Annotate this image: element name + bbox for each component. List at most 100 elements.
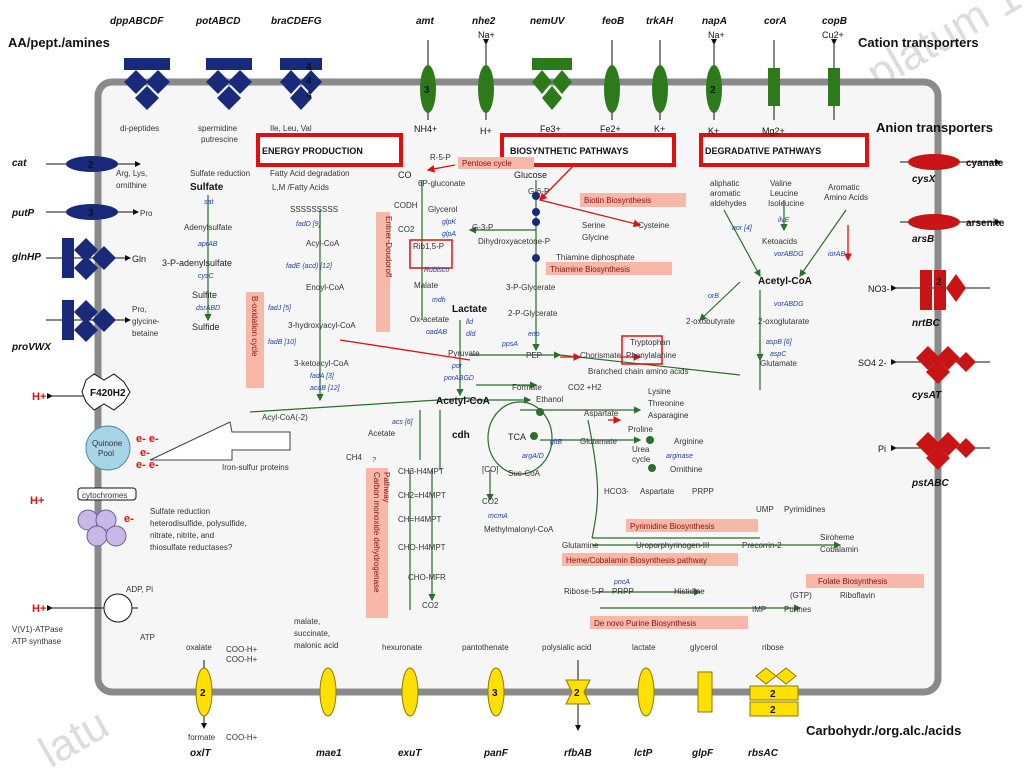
svg-text:Pro: Pro (140, 209, 153, 218)
svg-text:cdh: cdh (452, 430, 470, 441)
svg-text:Branched chain amino acids: Branched chain amino acids (588, 367, 689, 376)
svg-text:oxalate: oxalate (186, 643, 212, 652)
svg-text:cytochromes: cytochromes (82, 491, 127, 500)
svg-text:copB: copB (822, 16, 847, 27)
svg-text:Aspartate: Aspartate (640, 487, 675, 496)
svg-text:3-ketoacyl-CoA: 3-ketoacyl-CoA (294, 359, 349, 368)
transporter-feoB: feoB Fe2+ (600, 16, 624, 134)
transporter-mae1: malate, succinate, malonic acid mae1 (294, 617, 342, 759)
svg-text:Asparagine: Asparagine (648, 411, 689, 420)
svg-text:lctP: lctP (634, 748, 653, 759)
svg-text:2: 2 (574, 688, 580, 699)
svg-text:[CO]: [CO] (482, 465, 498, 474)
nodes (530, 192, 656, 472)
svg-text:dld: dld (466, 331, 476, 338)
svg-text:Sulfate reduction: Sulfate reduction (190, 169, 250, 178)
svg-text:K+: K+ (708, 126, 719, 136)
transporter-rfbAB: polysialic acid 2 rfbAB (542, 643, 592, 759)
svg-text:malate,: malate, (294, 617, 320, 626)
svg-text:Biotin Biosynthesis: Biotin Biosynthesis (584, 196, 651, 205)
svg-text:Glucose: Glucose (514, 170, 547, 180)
svg-text:Cobalamin: Cobalamin (820, 545, 858, 554)
svg-text:Quinone: Quinone (92, 439, 123, 448)
svg-text:Precorrin-2: Precorrin-2 (742, 541, 782, 550)
svg-text:3-P-adenylsulfate: 3-P-adenylsulfate (162, 258, 232, 268)
svg-text:PRPP: PRPP (612, 587, 634, 596)
svg-text:TCA: TCA (508, 432, 526, 442)
svg-text:cysAT: cysAT (912, 390, 942, 401)
svg-text:Thiamine Biosynthesis: Thiamine Biosynthesis (550, 265, 630, 274)
svg-text:fadE (acd) [12]: fadE (acd) [12] (286, 263, 333, 270)
svg-text:glpF: glpF (691, 748, 714, 759)
svg-text:glpA: glpA (442, 231, 456, 238)
category-aa: AA/pept./amines (8, 35, 110, 50)
svg-text:COO-H+: COO-H+ (226, 733, 258, 742)
svg-text:Iron-sulfur proteins: Iron-sulfur proteins (222, 463, 289, 472)
svg-text:Valine: Valine (770, 179, 792, 188)
transporter-amt: amt 3 NH4+ (414, 16, 437, 134)
svg-text:napA: napA (702, 16, 727, 27)
svg-text:F420H2: F420H2 (90, 388, 126, 399)
svg-text:CODH: CODH (394, 201, 418, 210)
svg-text:CO2: CO2 (422, 601, 439, 610)
svg-text:Sulfite: Sulfite (192, 290, 217, 300)
svg-text:nemUV: nemUV (530, 16, 566, 27)
svg-text:2: 2 (770, 705, 776, 716)
svg-text:Ketoacids: Ketoacids (762, 237, 797, 246)
svg-text:H+: H+ (30, 495, 44, 507)
svg-text:corA: corA (764, 16, 787, 27)
transporter-nhe2: nhe2 Na+ H+ (472, 16, 496, 136)
svg-text:Pathway: Pathway (382, 472, 391, 503)
svg-text:Malate: Malate (414, 281, 439, 290)
svg-text:eno: eno (528, 331, 540, 338)
transporter-proVWX: proVWX Pro, glycine- betaine (11, 300, 160, 353)
svg-text:Ox-acetate: Ox-acetate (410, 315, 450, 324)
svg-text:Pi: Pi (878, 444, 886, 454)
svg-text:Pool: Pool (98, 449, 114, 458)
svg-text:Fatty Acid degradation: Fatty Acid degradation (270, 169, 350, 178)
svg-text:V(V1)-ATPase: V(V1)-ATPase (12, 625, 64, 634)
svg-text:H+: H+ (32, 391, 46, 403)
transporter-napA: napA Na+ 2 K+ (702, 16, 727, 136)
svg-text:braCDEFG: braCDEFG (271, 16, 322, 27)
svg-text:e-: e- (124, 513, 134, 525)
svg-text:4: 4 (306, 76, 312, 87)
svg-text:Glycine: Glycine (582, 233, 609, 242)
svg-text:Acetate: Acetate (368, 429, 396, 438)
svg-text:CH4: CH4 (346, 453, 363, 462)
svg-text:CO2 +H2: CO2 +H2 (568, 383, 602, 392)
svg-text:nitrate, nitrite, and: nitrate, nitrite, and (150, 531, 214, 540)
svg-text:dsrABD: dsrABD (196, 305, 220, 312)
svg-text:acs [6]: acs [6] (392, 419, 414, 426)
svg-text:Leucine: Leucine (770, 189, 799, 198)
svg-text:Folate Biosynthesis: Folate Biosynthesis (818, 577, 887, 586)
svg-text:2-P-Glycerate: 2-P-Glycerate (508, 309, 558, 318)
svg-text:2-oxobutyrate: 2-oxobutyrate (686, 317, 735, 326)
svg-text:glpK: glpK (442, 219, 456, 226)
svg-text:Na+: Na+ (478, 30, 495, 40)
transporter-pstABC: Pi pstABC (878, 432, 990, 489)
svg-text:arsB: arsB (912, 234, 934, 245)
svg-text:2: 2 (710, 85, 716, 96)
svg-text:4: 4 (306, 62, 312, 73)
svg-text:Sulfate: Sulfate (190, 182, 224, 193)
svg-text:lld: lld (466, 319, 474, 326)
svg-text:cycle: cycle (632, 455, 651, 464)
svg-text:mdh: mdh (432, 297, 446, 304)
svg-text:glycine-: glycine- (132, 317, 160, 326)
svg-text:rfbAB: rfbAB (564, 748, 592, 759)
svg-text:Acetyl-CoA: Acetyl-CoA (758, 276, 812, 287)
red-arrows (339, 164, 852, 424)
svg-text:2-oxoglutarate: 2-oxoglutarate (758, 317, 810, 326)
svg-text:Arg, Lys,: Arg, Lys, (116, 169, 147, 178)
svg-text:4: 4 (306, 90, 312, 101)
box-degradative: DEGRADATIVE PATHWAYS (699, 133, 869, 167)
svg-text:malonic acid: malonic acid (294, 641, 338, 650)
svg-text:Carbon monoxide dehydrogenase: Carbon monoxide dehydrogenase (372, 472, 381, 593)
transporter-exuT: hexuronate exuT (382, 643, 423, 759)
svg-text:Adenylsulfate: Adenylsulfate (184, 223, 233, 232)
svg-text:amt: amt (416, 16, 434, 27)
svg-text:ADP, Pi: ADP, Pi (126, 585, 153, 594)
svg-text:NH4+: NH4+ (414, 124, 437, 134)
svg-text:Siroheme: Siroheme (820, 533, 855, 542)
